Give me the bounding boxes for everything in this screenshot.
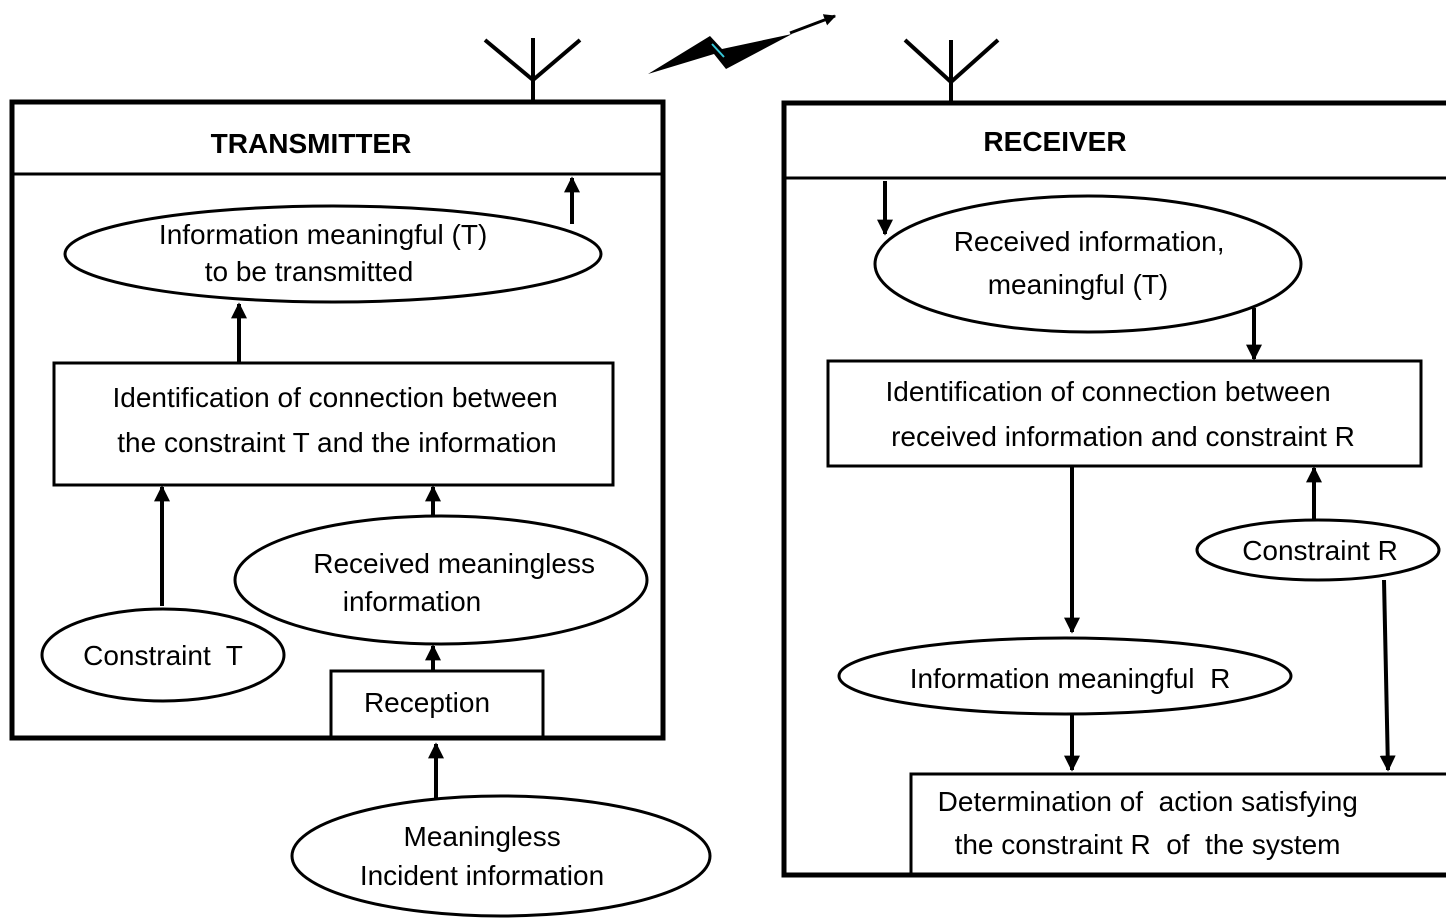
arrow-constraint-r-to-determination — [1379, 579, 1396, 772]
received-meaningless-ellipse — [233, 514, 649, 646]
transmitter-block: TRANSMITTER Information meaningful (T) t… — [9, 38, 666, 741]
determination-box — [909, 772, 1446, 876]
incident-info-ellipse — [290, 794, 712, 918]
reception-label: Reception — [364, 687, 490, 718]
identification-r-label: Identification of connection between rec… — [886, 376, 1355, 452]
info-meaningful-t-ellipse — [63, 204, 603, 304]
identification-t-box — [52, 361, 615, 487]
info-meaningful-r-label: Information meaningful R — [910, 663, 1231, 694]
constraint-r-ellipse — [1195, 518, 1441, 582]
antenna-icon — [903, 38, 1000, 103]
reception-box — [329, 669, 545, 739]
constraint-t-ellipse — [40, 607, 286, 703]
incident-info-label: Meaningless Incident information — [360, 821, 604, 891]
determination-label: Determination of action satisfying the c… — [938, 786, 1358, 860]
info-meaningful-t-label: Information meaningful (T) to be transmi… — [159, 219, 495, 287]
identification-r-box — [826, 359, 1423, 468]
receiver-title: RECEIVER — [983, 126, 1126, 157]
received-info-label: Received information, meaningful (T) — [954, 226, 1233, 300]
transmitter-title: TRANSMITTER — [211, 128, 412, 159]
constraint-r-label: Constraint R — [1242, 535, 1398, 566]
info-meaningful-r-ellipse — [837, 636, 1293, 716]
lightning-bolt-icon — [648, 14, 837, 74]
antenna-icon — [483, 38, 582, 102]
received-info-ellipse — [873, 194, 1303, 334]
constraint-t-label: Constraint T — [83, 640, 243, 671]
receiver-block: RECEIVER Received information, meaningfu… — [781, 38, 1446, 878]
received-meaningless-label: Received meaningless information — [313, 548, 603, 617]
identification-t-label: Identification of connection between the… — [113, 382, 566, 458]
